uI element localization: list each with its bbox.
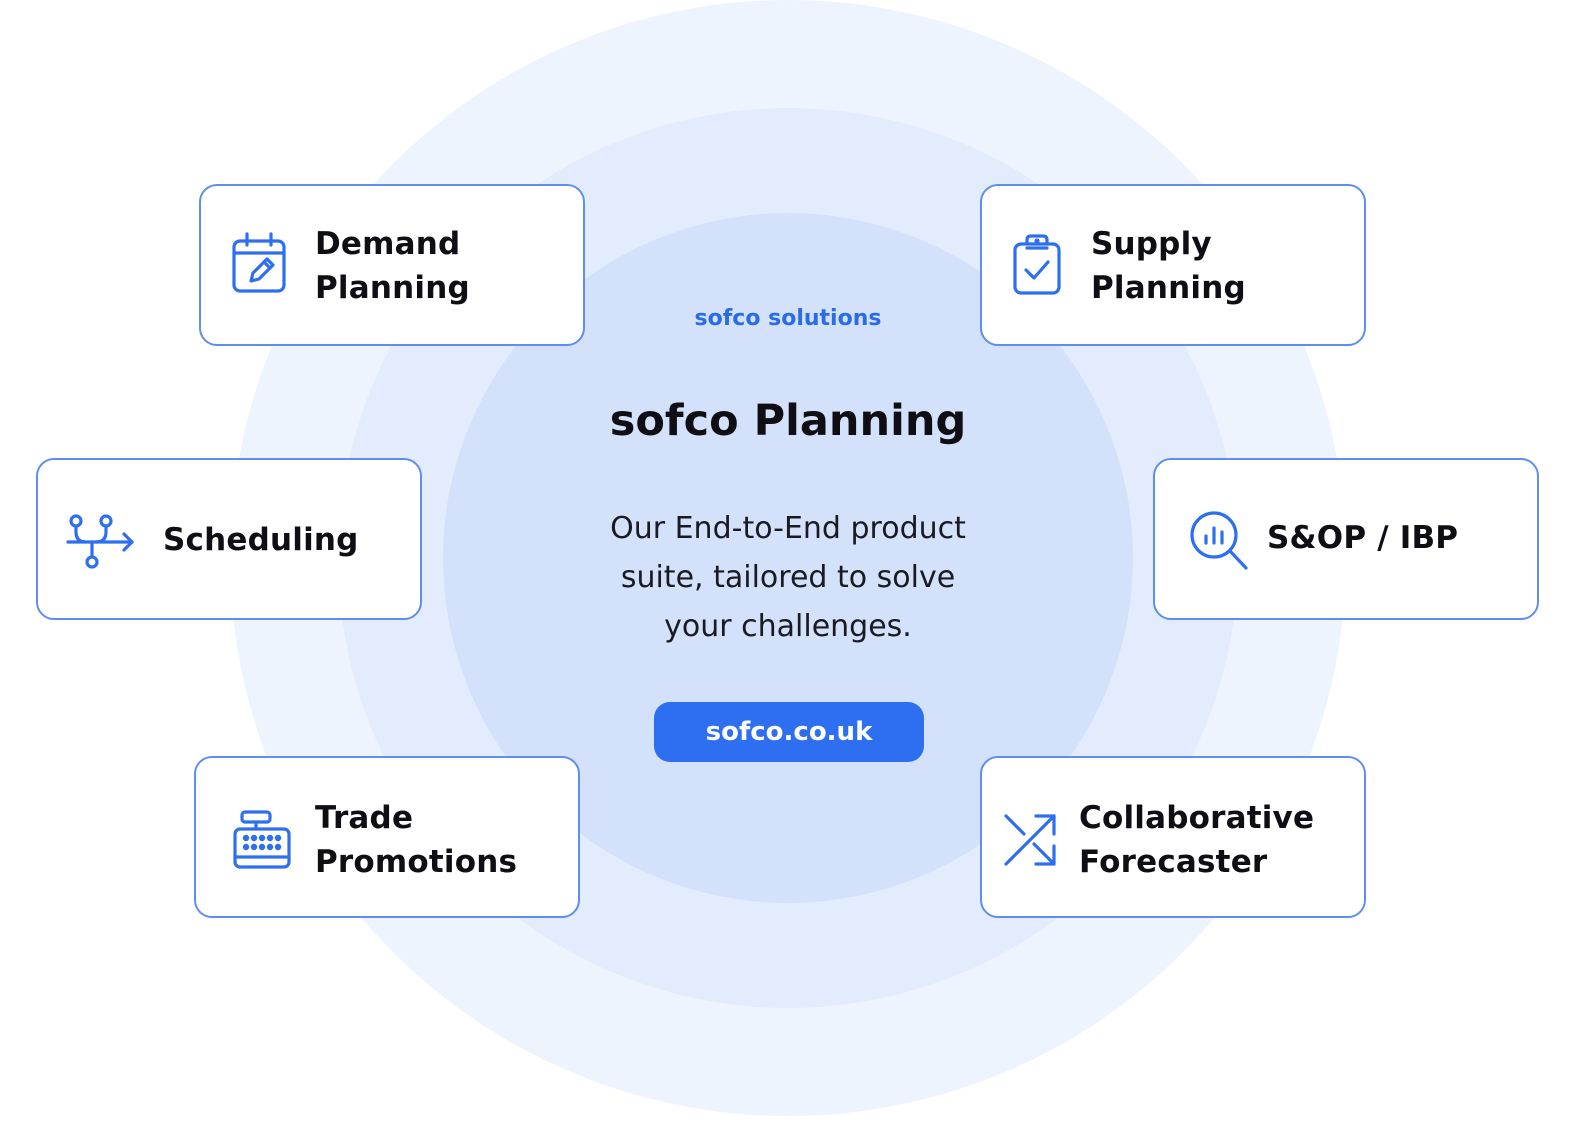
module-card-collaborative-forecaster[interactable]: Collaborative Forecaster [980, 756, 1366, 918]
chart-search-icon [1189, 510, 1249, 572]
clipboard-check-icon [1012, 234, 1062, 296]
diagram-title: sofco Planning [609, 396, 967, 446]
flow-branch-icon [66, 514, 138, 570]
module-label: Scheduling [163, 522, 359, 558]
shuffle-arrows-icon [1002, 812, 1058, 868]
module-label: Demand Planning [315, 226, 470, 306]
website-button[interactable]: sofco.co.uk [654, 702, 924, 762]
module-card-scheduling[interactable]: Scheduling [36, 458, 422, 620]
description-line: Our End-to-End product [610, 511, 966, 546]
calendar-edit-icon [231, 231, 287, 295]
module-card-trade-promotions[interactable]: Trade Promotions [194, 756, 580, 918]
description-line: your challenges. [664, 609, 912, 644]
module-card-supply-planning[interactable]: Supply Planning [980, 184, 1366, 346]
cash-register-icon [232, 809, 292, 871]
module-label: Collaborative Forecaster [1079, 800, 1315, 880]
module-card-sop-ibp[interactable]: S&OP / IBP [1153, 458, 1539, 620]
brand-eyebrow: sofco solutions [694, 306, 882, 331]
module-label: Trade Promotions [315, 800, 518, 880]
module-label: Supply Planning [1091, 226, 1246, 306]
module-label: S&OP / IBP [1267, 520, 1459, 556]
module-card-demand-planning[interactable]: Demand Planning [199, 184, 585, 346]
diagram-description: Our End-to-End product suite, tailored t… [538, 504, 1038, 651]
description-line: suite, tailored to solve [620, 560, 956, 595]
